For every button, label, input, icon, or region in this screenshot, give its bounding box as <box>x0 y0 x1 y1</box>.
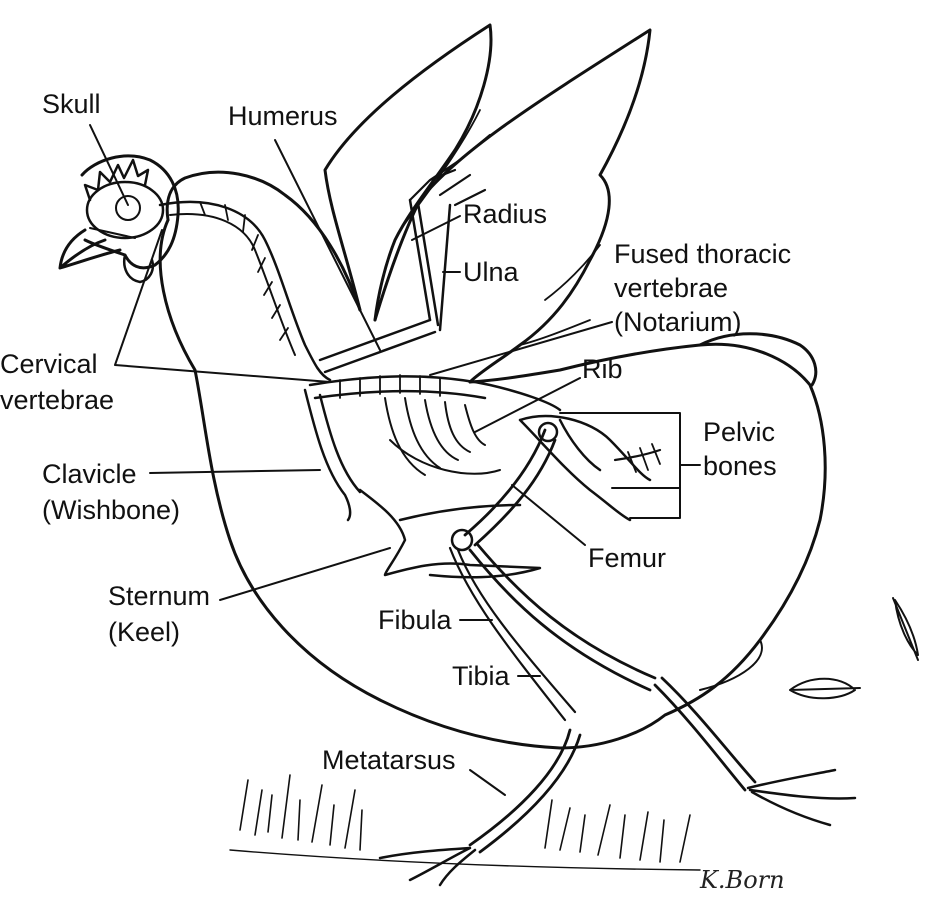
label-cervical-line2: vertebrae <box>0 385 115 415</box>
ulna-bone <box>438 203 452 332</box>
back-wing <box>323 23 493 322</box>
label-cervical-line1: Cervical <box>0 349 98 379</box>
skull-leader <box>89 124 129 206</box>
label-metatarsus: Metatarsus <box>322 745 456 775</box>
label-fused-line1: Fused thoracic <box>614 239 792 269</box>
label-fibula: Fibula <box>378 605 452 635</box>
tail-outline <box>698 332 818 387</box>
thoracic-vertebrae <box>308 375 562 412</box>
femur-leader <box>511 484 586 546</box>
label-rib: Rib <box>582 354 623 384</box>
metatarsus-leader <box>469 769 506 796</box>
cervical-spine <box>158 200 332 382</box>
label-ulna: Ulna <box>463 257 519 287</box>
label-pelvic-line2: bones <box>703 451 777 481</box>
grass <box>239 774 691 863</box>
fibula-bone <box>448 546 577 722</box>
clavicle-bone <box>303 388 362 522</box>
femur-bone <box>463 428 557 547</box>
label-femur: Femur <box>588 543 667 573</box>
label-fused-line3: (Notarium) <box>614 307 742 337</box>
label-sternum-line1: Sternum <box>108 581 211 611</box>
label-tibia: Tibia <box>452 661 510 691</box>
comb <box>83 158 150 202</box>
pelvic-bones <box>518 414 652 522</box>
beak <box>58 228 122 270</box>
label-radius: Radius <box>463 199 548 229</box>
artist-signature: K.Born <box>700 866 785 894</box>
feather-icon <box>789 677 861 700</box>
label-pelvic-line1: Pelvic <box>703 417 776 447</box>
head-outline <box>80 154 180 270</box>
feather-icon-2 <box>892 597 919 661</box>
pelvic-bracket <box>559 412 701 519</box>
tibia-bone <box>468 543 657 692</box>
label-sternum-line2: (Keel) <box>108 617 181 647</box>
rear-leg <box>653 676 757 792</box>
radius-leader <box>411 215 461 241</box>
rib-leader <box>474 377 581 433</box>
notarium-leader <box>429 321 613 376</box>
wattle <box>123 253 155 284</box>
wing-digits <box>408 133 492 207</box>
label-skull: Skull <box>42 89 101 119</box>
ribs <box>384 397 486 476</box>
radius-bone <box>408 198 440 327</box>
label-clavicle-line2: (Wishbone) <box>42 495 181 525</box>
front-wing <box>373 28 652 384</box>
label-humerus: Humerus <box>228 101 338 131</box>
sternum-leader <box>219 547 391 601</box>
metatarsus-bone <box>468 728 582 854</box>
rear-foot <box>746 768 857 827</box>
neck-outline <box>165 170 362 312</box>
sternum-bone <box>358 488 542 579</box>
humerus-leader <box>274 139 381 351</box>
label-fused-line2: vertebrae <box>614 273 729 303</box>
cervical-leader <box>114 229 331 383</box>
label-clavicle-line1: Clavicle <box>42 459 137 489</box>
clavicle-leader <box>149 469 321 474</box>
front-foot <box>378 846 477 887</box>
skull-bone <box>85 180 165 240</box>
